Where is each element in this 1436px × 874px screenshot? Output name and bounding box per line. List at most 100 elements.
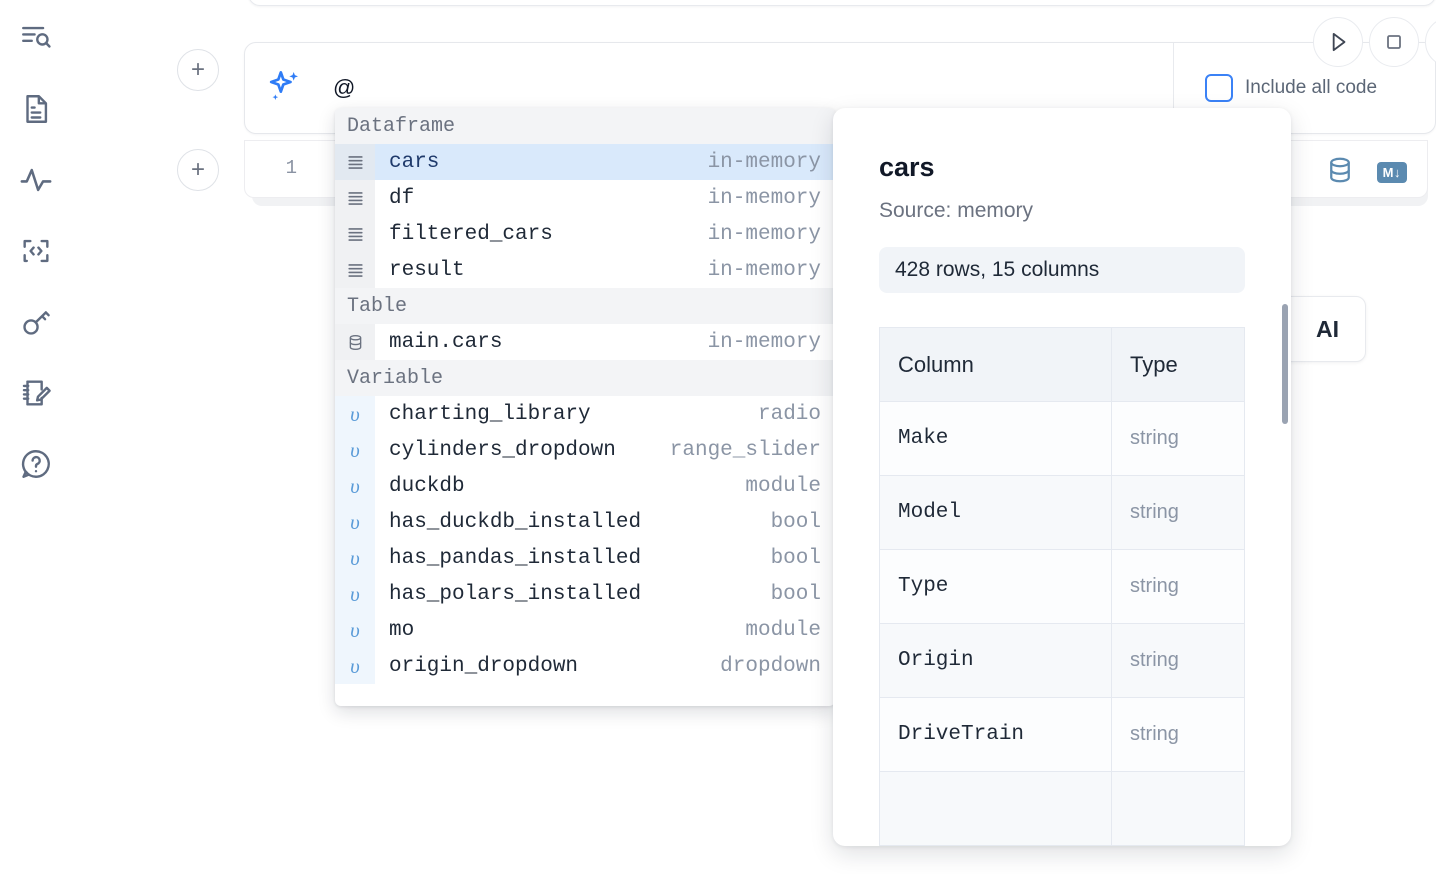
completion-detail-panel: cars Source: memory 428 rows, 15 columns…: [833, 108, 1291, 846]
autocomplete-item-name: has_polars_installed: [389, 582, 642, 606]
variable-upsilon-icon: υ: [350, 617, 360, 642]
add-cell-button-top[interactable]: +: [177, 49, 219, 91]
autocomplete-item[interactable]: υ duckdb module: [335, 468, 835, 504]
help-question-icon[interactable]: [12, 440, 60, 488]
schema-column-type: string: [1111, 475, 1245, 550]
variable-upsilon-icon: υ: [335, 432, 375, 468]
autocomplete-item[interactable]: υ has_duckdb_installed bool: [335, 504, 835, 540]
explore-outline-icon[interactable]: [12, 14, 60, 62]
ai-bar-divider: [1173, 43, 1174, 135]
notebook-card-above: [248, 0, 1436, 6]
variable-upsilon-icon: υ: [350, 581, 360, 606]
autocomplete-item-name: has_pandas_installed: [389, 546, 642, 570]
schema-column-name: Type: [879, 549, 1112, 624]
markdown-badge-icon[interactable]: M↓: [1376, 162, 1407, 183]
variable-upsilon-icon: υ: [350, 473, 360, 498]
include-all-code-checkbox[interactable]: [1205, 74, 1233, 102]
autocomplete-group-table: Table: [335, 288, 835, 324]
plus-icon: +: [190, 56, 205, 83]
scratchpad-edit-icon[interactable]: [12, 369, 60, 417]
variable-upsilon-icon: υ: [335, 396, 375, 432]
autocomplete-item-type: module: [745, 618, 821, 642]
autocomplete-item[interactable]: cars in-memory: [335, 144, 835, 180]
schema-column-type: string: [1111, 549, 1245, 624]
stop-button[interactable]: [1369, 17, 1419, 67]
table-row: [879, 771, 1245, 846]
variable-upsilon-icon: υ: [350, 401, 360, 426]
variable-upsilon-icon: υ: [335, 504, 375, 540]
key-secrets-icon[interactable]: [12, 298, 60, 346]
autocomplete-item-name: main.cars: [389, 330, 503, 354]
code-snippet-icon[interactable]: [12, 227, 60, 275]
plus-icon: +: [190, 156, 205, 183]
dataframe-rows-icon: [335, 180, 375, 216]
variable-upsilon-icon: υ: [335, 612, 375, 648]
autocomplete-item-name: duckdb: [389, 474, 465, 498]
autocomplete-item-name: filtered_cars: [389, 222, 553, 246]
autocomplete-item-name: origin_dropdown: [389, 654, 579, 678]
autocomplete-item-type: dropdown: [720, 654, 821, 678]
dataframe-rows-icon: [335, 144, 375, 180]
add-cell-button-bottom[interactable]: +: [177, 149, 219, 191]
schema-column-type: string: [1111, 697, 1245, 772]
autocomplete-item[interactable]: υ origin_dropdown dropdown: [335, 648, 835, 684]
autocomplete-item-name: charting_library: [389, 402, 591, 426]
schema-column-type: string: [1111, 623, 1245, 698]
autocomplete-item[interactable]: df in-memory: [335, 180, 835, 216]
type-header: Type: [1111, 327, 1245, 402]
autocomplete-item-type: bool: [770, 510, 821, 534]
include-all-code-toggle[interactable]: Include all code: [1205, 74, 1377, 102]
autocomplete-item-type: radio: [757, 402, 821, 426]
autocomplete-item-name: mo: [389, 618, 415, 642]
ai-prompt-input[interactable]: [333, 63, 1173, 113]
autocomplete-item-name: cylinders_dropdown: [389, 438, 616, 462]
autocomplete-item-type: in-memory: [707, 186, 821, 210]
autocomplete-item[interactable]: υ has_pandas_installed bool: [335, 540, 835, 576]
table-header-row: Column Type: [879, 327, 1245, 402]
autocomplete-item-name: has_duckdb_installed: [389, 510, 642, 534]
variable-upsilon-icon: υ: [335, 576, 375, 612]
autocomplete-item-type: bool: [770, 582, 821, 606]
schema-column-name: DriveTrain: [879, 697, 1112, 772]
database-icon: [335, 324, 375, 360]
autocomplete-dropdown[interactable]: Dataframe cars in-memory df in-memory filtere…: [335, 108, 835, 706]
autocomplete-item-name: cars: [389, 150, 440, 174]
variable-upsilon-icon: υ: [335, 540, 375, 576]
variable-upsilon-icon: υ: [350, 545, 360, 570]
file-document-icon[interactable]: [12, 85, 60, 133]
autocomplete-item[interactable]: υ has_polars_installed bool: [335, 576, 835, 612]
column-header: Column: [879, 327, 1112, 402]
autocomplete-item[interactable]: υ charting_library radio: [335, 396, 835, 432]
schema-column-name: Model: [879, 475, 1112, 550]
detail-shape-chip: 428 rows, 15 columns: [879, 247, 1245, 293]
autocomplete-item-type: bool: [770, 546, 821, 570]
autocomplete-item[interactable]: υ mo module: [335, 612, 835, 648]
database-icon[interactable]: [1325, 155, 1355, 190]
dataframe-rows-icon: [347, 227, 363, 241]
left-icon-rail: [0, 0, 72, 874]
autocomplete-item-type: in-memory: [707, 258, 821, 282]
variable-upsilon-icon: υ: [335, 648, 375, 684]
autocomplete-item-name: df: [389, 186, 415, 210]
autocomplete-item-type: module: [745, 474, 821, 498]
autocomplete-item[interactable]: result in-memory: [335, 252, 835, 288]
run-button[interactable]: [1313, 17, 1363, 67]
detail-scrollbar[interactable]: [1282, 304, 1288, 424]
schema-column-name: Origin: [879, 623, 1112, 698]
activity-pulse-icon[interactable]: [12, 156, 60, 204]
sparkles-icon: [265, 67, 305, 112]
autocomplete-item-type: in-memory: [707, 150, 821, 174]
dataframe-rows-icon: [335, 216, 375, 252]
autocomplete-item-name: result: [389, 258, 465, 282]
autocomplete-group-variable: Variable: [335, 360, 835, 396]
autocomplete-group-dataframe: Dataframe: [335, 108, 835, 144]
